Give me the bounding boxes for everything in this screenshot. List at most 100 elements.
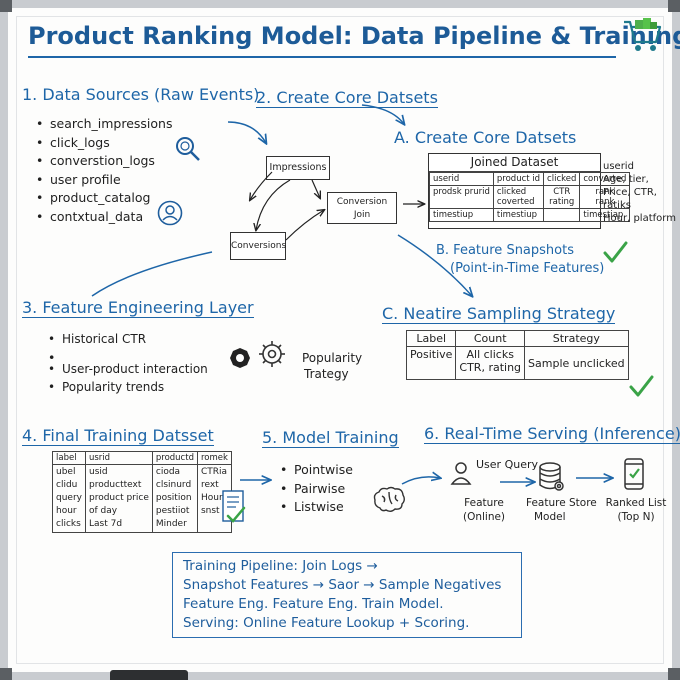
frame-corner [0, 0, 12, 12]
table-cell: clicked coverted [492, 185, 545, 209]
note-line: userid [603, 161, 634, 172]
summary-line: Snapshot Features → Saor → Sample Negati… [183, 577, 502, 593]
whiteboard-surface [16, 16, 664, 664]
note-line: Hour, platform [603, 213, 676, 224]
table-cell [543, 208, 581, 222]
data-sources-list: search_impressions click_logs converstio… [36, 115, 173, 226]
label-line: Ranked List [605, 497, 667, 509]
table-cell: timestiap [579, 208, 631, 222]
conversions-box: Conversions [230, 232, 286, 260]
user-icon [450, 460, 472, 486]
list-item: converstion_logs [36, 152, 173, 171]
section-c-title: C. Neatire Sampling Strategy [382, 304, 616, 324]
section-4-title: 4. Final Training Datsset [22, 426, 214, 446]
table-cell: rank rank [579, 185, 631, 209]
list-item: Popularity trends [48, 378, 208, 397]
table-header: Strategy [524, 330, 629, 347]
note-line: Price, CTR, ratiks [603, 187, 657, 211]
checkmark-icon [628, 374, 654, 400]
title-underline [28, 56, 616, 58]
list-item: Listwise [280, 498, 353, 517]
table-cell: userid [429, 172, 494, 186]
label-line: Model [534, 511, 566, 523]
gears-icon [226, 336, 290, 376]
ranked-list-label: Ranked List (Top N) [602, 496, 670, 524]
section-5-heading: 5. Model Training [262, 428, 399, 448]
table-cell: cioda clsinurd position pestiiot Minder [151, 464, 198, 533]
label-line: (Top N) [617, 511, 655, 523]
conversion-join-box: Conversion Join [327, 192, 397, 224]
table-header: romek [196, 451, 232, 465]
feature-store-label: Feature Store Model [518, 496, 602, 524]
phone-icon [624, 458, 644, 490]
table-cell: CTR rating [543, 185, 581, 209]
marker-tray [110, 670, 188, 680]
table-cell: timestiup [429, 208, 494, 222]
document-check-icon [222, 490, 246, 528]
table-cell: prodsk prurid [429, 185, 494, 209]
frame-corner [668, 0, 680, 12]
list-item: Historical CTR [48, 330, 208, 349]
table-header: usrid [84, 451, 153, 465]
checkmark-icon [602, 240, 628, 266]
label-line: Feature Store [526, 497, 597, 509]
conversion-join-label: Join [353, 210, 371, 220]
list-item [48, 349, 208, 368]
popularity-line: Popularity [302, 351, 363, 365]
popularity-strategy-label: Popularity Trategy [302, 350, 362, 382]
database-icon [538, 462, 564, 492]
impressions-label: Impressions [269, 162, 327, 173]
summary-line: Serving: Online Feature Lookup + Scoring… [183, 615, 470, 631]
section-3-title: 3. Feature Engineering Layer [22, 298, 254, 318]
brain-icon [372, 486, 406, 514]
sampling-table: Label Count Strategy Positive All clicks… [405, 330, 629, 380]
summary-line: Feature Eng. Feature Eng. Train Model. [183, 596, 444, 612]
summary-box: Training Pipeline: Join Logs → Snapshot … [172, 552, 522, 638]
section-5-title: 5. Model Training [262, 428, 399, 448]
list-item: User-product interaction [48, 360, 208, 379]
table-cell: ubel clidu query hour clicks [52, 464, 86, 533]
list-item: search_impressions [36, 115, 173, 134]
training-dataset-table: label usrid productd romek ubel clidu qu… [52, 451, 232, 533]
user-icon [157, 200, 183, 226]
label-line: Feature [464, 497, 504, 509]
popularity-line: Trategy [304, 367, 349, 381]
table-header: Label [405, 330, 457, 347]
section-3-heading: 3. Feature Engineering Layer [22, 298, 254, 318]
feature-engineering-list: Historical CTR User-product interaction … [48, 330, 208, 397]
section-4-heading: 4. Final Training Datsset [22, 426, 214, 446]
section-6-heading: 6. Real-Time Serving (Inference) [424, 424, 680, 444]
page-title: Product Ranking Model: Data Pipeline & T… [28, 22, 680, 50]
table-header: label [52, 451, 86, 465]
table-cell: clicked [543, 172, 581, 186]
list-item: contxtual_data [36, 208, 173, 227]
table-header: Count [455, 330, 526, 347]
section-c-heading: C. Neatire Sampling Strategy [382, 304, 616, 324]
list-item: Pairwise [280, 480, 353, 499]
table-cell: Sample unclicked [524, 346, 629, 380]
cart-icon [622, 16, 664, 54]
section-b-subheading: (Point-in-Time Features) [450, 261, 605, 276]
section-1-heading: 1. Data Sources (Raw Events) [22, 85, 260, 104]
joined-dataset-notes: userid Age, tier, Price, CTR, ratiks Hou… [603, 160, 680, 225]
list-item: Pointwise [280, 461, 353, 480]
frame-corner [0, 668, 12, 680]
label-line: (Online) [462, 511, 506, 523]
section-b-heading: B. Feature Snapshots [436, 243, 574, 258]
list-item: user profile [36, 171, 173, 190]
impressions-box: Impressions [266, 156, 330, 180]
summary-line: Training Pipeline: Join Logs → [183, 558, 378, 574]
table-cell: All clicks CTR, rating [455, 346, 526, 380]
search-icon [174, 135, 202, 163]
model-training-list: Pointwise Pairwise Listwise [280, 461, 353, 517]
list-item: click_logs [36, 134, 173, 153]
table-cell: Positive [405, 346, 457, 380]
conversions-label: Conversions [231, 241, 287, 251]
conversion-join-label: Conversion [336, 197, 388, 207]
section-2-title: 2. Create Core Datsets [256, 88, 438, 108]
section-2-heading: 2. Create Core Datsets [256, 88, 438, 108]
table-cell: timestiup [492, 208, 545, 222]
list-item: product_catalog [36, 189, 173, 208]
section-6-title: 6. Real-Time Serving (Inference) [424, 424, 680, 444]
user-query-label: User Query [476, 458, 538, 471]
